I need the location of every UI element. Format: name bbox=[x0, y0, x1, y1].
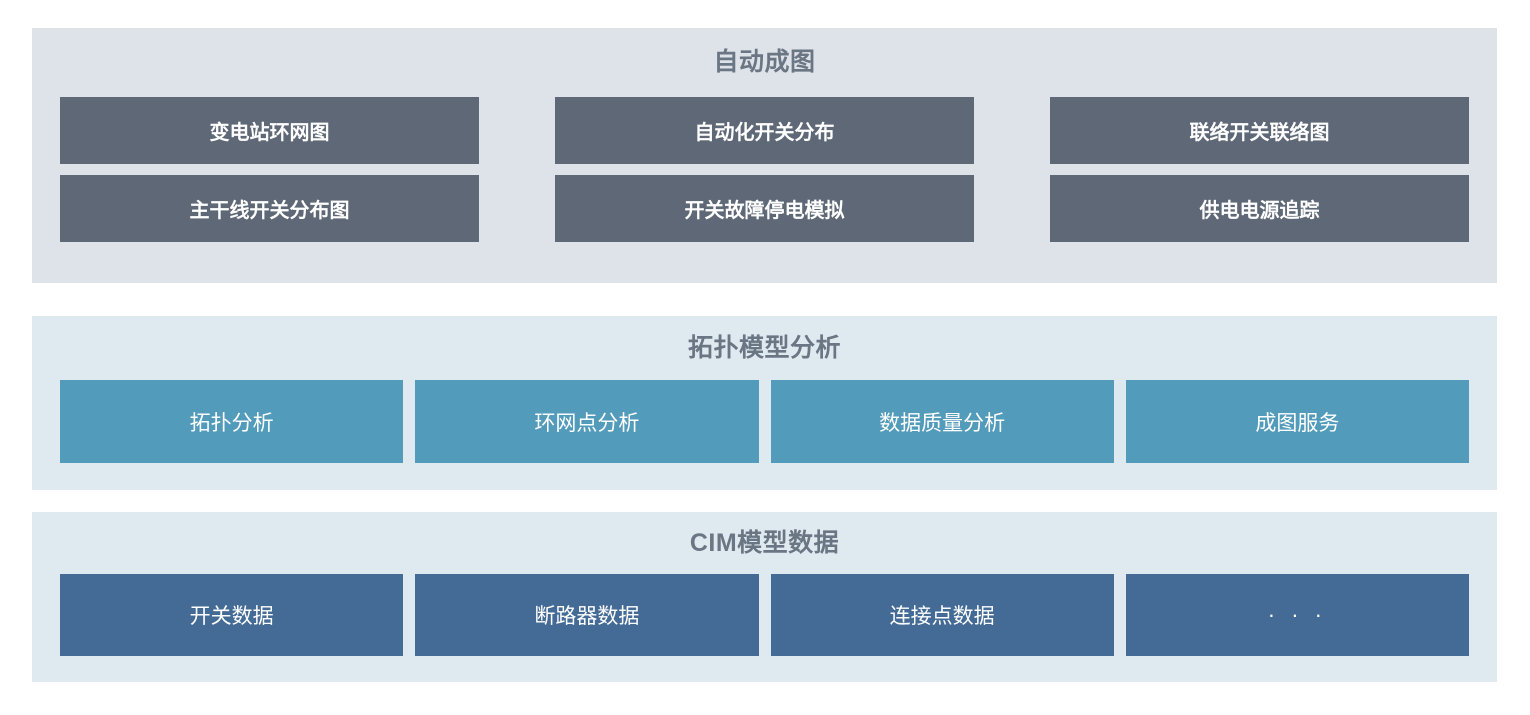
automap-tile-trunk-line-switch-distribution[interactable]: 主干线开关分布图 bbox=[60, 175, 479, 242]
panel-gap-2 bbox=[32, 490, 1497, 512]
panel-topology-title: 拓扑模型分析 bbox=[687, 334, 841, 362]
automap-tile-power-source-tracing[interactable]: 供电电源追踪 bbox=[1050, 175, 1469, 242]
architecture-stack: 自动成图 变电站环网图 自动化开关分布 联络开关联络图 主干线开关分布图 开关故… bbox=[32, 28, 1497, 682]
panel-gap-1 bbox=[32, 283, 1497, 316]
cim-tile-breaker-data[interactable]: 断路器数据 bbox=[415, 574, 759, 656]
automap-row-1: 变电站环网图 自动化开关分布 联络开关联络图 bbox=[60, 97, 1469, 164]
automap-tile-substation-ring-diagram[interactable]: 变电站环网图 bbox=[60, 97, 479, 164]
automap-tile-switch-fault-outage-simulation[interactable]: 开关故障停电模拟 bbox=[555, 175, 974, 242]
automap-tile-automated-switch-distribution[interactable]: 自动化开关分布 bbox=[555, 97, 974, 164]
automap-row-2: 主干线开关分布图 开关故障停电模拟 供电电源追踪 bbox=[60, 175, 1469, 242]
cim-tile-switch-data[interactable]: 开关数据 bbox=[60, 574, 404, 656]
panel-automap: 自动成图 变电站环网图 自动化开关分布 联络开关联络图 主干线开关分布图 开关故… bbox=[32, 28, 1497, 283]
panel-cim: CIM模型数据 开关数据 断路器数据 连接点数据 · · · bbox=[32, 512, 1497, 682]
cim-tile-more-ellipsis[interactable]: · · · bbox=[1125, 574, 1469, 656]
topology-tile-ring-node-analysis[interactable]: 环网点分析 bbox=[415, 380, 759, 463]
topology-row: 拓扑分析 环网点分析 数据质量分析 成图服务 bbox=[60, 380, 1469, 463]
cim-row: 开关数据 断路器数据 连接点数据 · · · bbox=[60, 574, 1469, 656]
cim-tile-connectivity-node-data[interactable]: 连接点数据 bbox=[770, 574, 1114, 656]
panel-topology: 拓扑模型分析 拓扑分析 环网点分析 数据质量分析 成图服务 bbox=[32, 316, 1497, 490]
panel-cim-title: CIM模型数据 bbox=[689, 529, 840, 557]
panel-automap-title: 自动成图 bbox=[713, 48, 816, 76]
topology-tile-mapping-service[interactable]: 成图服务 bbox=[1125, 380, 1469, 463]
topology-tile-data-quality-analysis[interactable]: 数据质量分析 bbox=[770, 380, 1114, 463]
automap-tile-tie-switch-connection-diagram[interactable]: 联络开关联络图 bbox=[1050, 97, 1469, 164]
topology-tile-topology-analysis[interactable]: 拓扑分析 bbox=[60, 380, 404, 463]
